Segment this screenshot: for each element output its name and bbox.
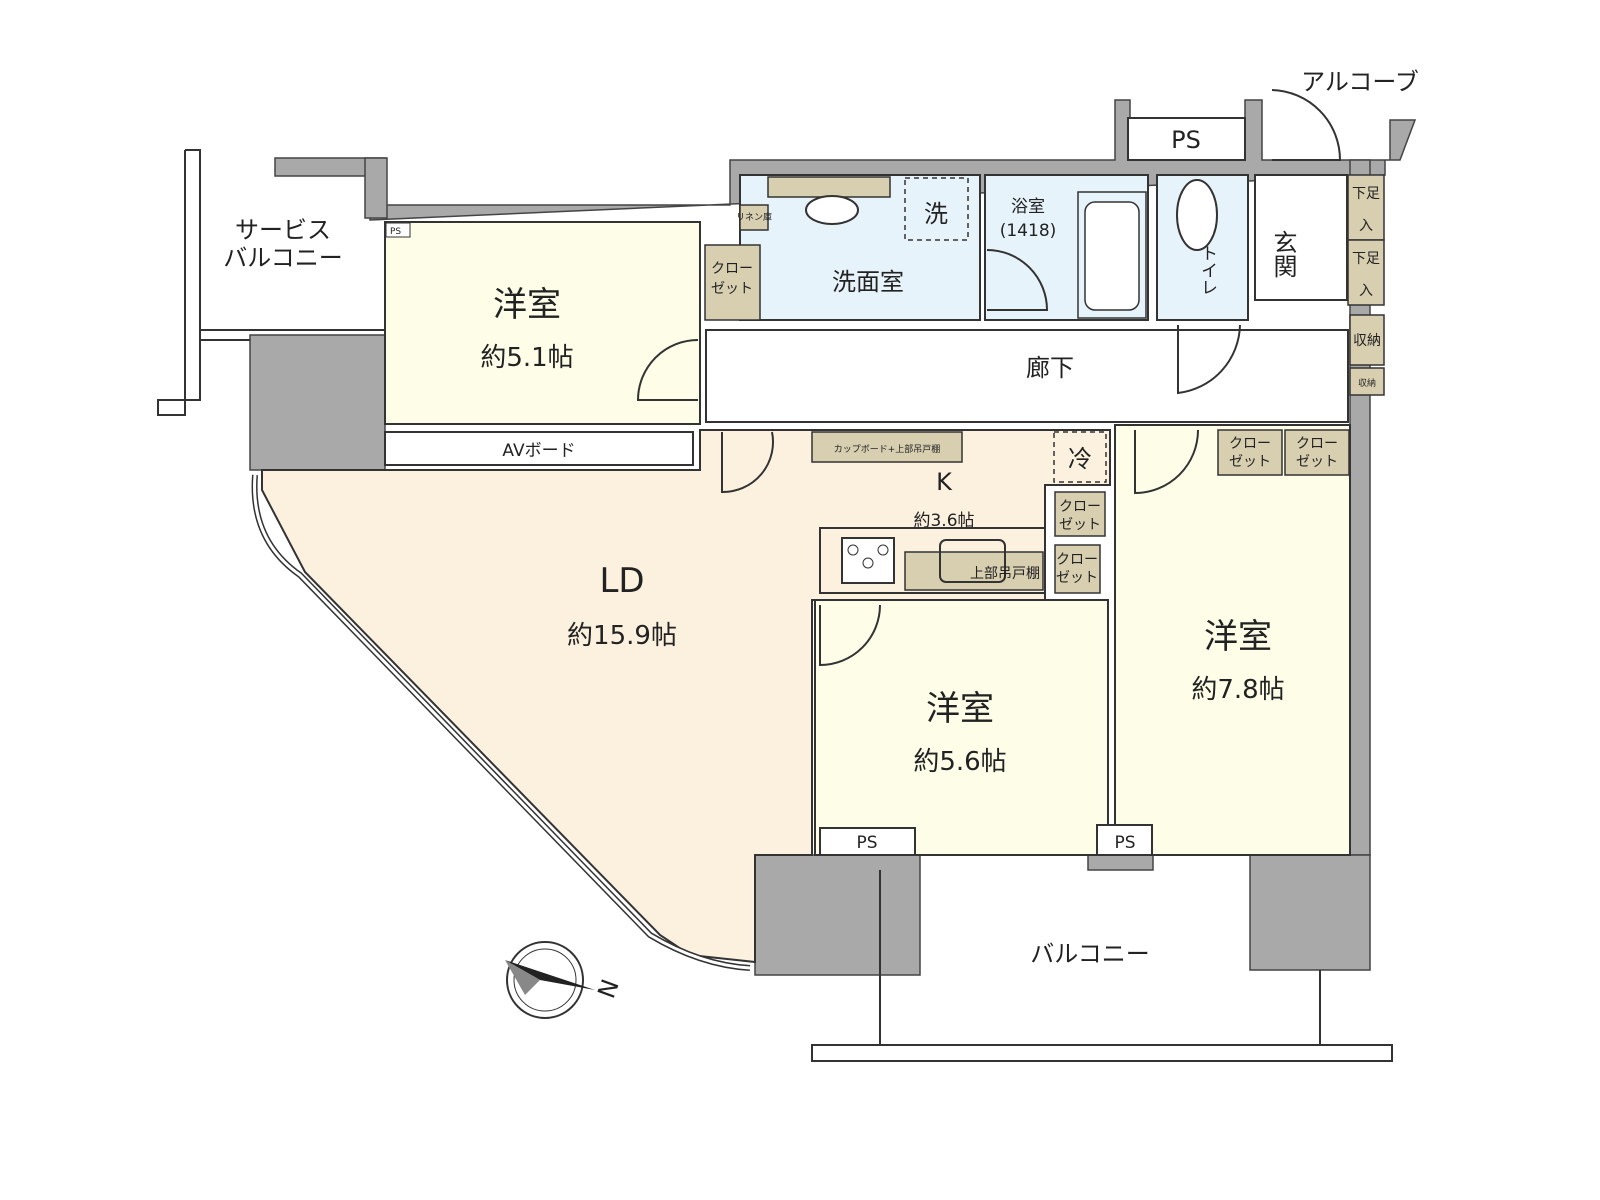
entrance: 玄関 下足 入 下足 入 収納 収納 アルコーブ — [1254, 68, 1419, 396]
linen-label: リネン庫 — [736, 211, 772, 223]
hallway: 廊下 — [705, 324, 1349, 423]
upper-cabinet-label: 上部吊戸棚 — [970, 566, 1040, 582]
ps-label: PS — [856, 833, 877, 853]
bath-size-label: (1418) — [1000, 221, 1057, 241]
closet-label-2: ゼット — [1056, 570, 1098, 586]
kitchen-area: 約3.6帖 — [913, 511, 974, 531]
north-arrow-icon — [505, 960, 595, 990]
door-icon — [1134, 429, 1199, 495]
door-icon — [721, 431, 774, 494]
toilet-icon — [1176, 179, 1218, 251]
front-door-icon[interactable] — [1271, 89, 1342, 161]
room-area: 約7.8帖 — [1191, 675, 1284, 705]
av-board: AVボード — [384, 431, 694, 466]
balcony-label: バルコニー — [1030, 940, 1150, 968]
service-balcony: サービス バルコニー — [157, 149, 385, 416]
western-room-3: クロー ゼット クロー ゼット 洋室 約7.8帖 PS — [1096, 424, 1351, 856]
room-name: 洋室 — [926, 689, 994, 729]
stove-icon — [841, 537, 895, 584]
storage-label-2: 収納 — [1358, 377, 1376, 389]
ld-label: LD — [599, 561, 644, 601]
basin-icon — [805, 195, 859, 225]
ps-label: PS — [1171, 126, 1201, 154]
ps-label: PS — [1114, 833, 1135, 853]
hallway-label: 廊下 — [1026, 354, 1074, 382]
room-name: 洋室 — [1204, 617, 1272, 657]
washroom-label: 洗面室 — [832, 268, 904, 296]
ld-area: 約15.9帖 — [567, 621, 677, 651]
closet-label: クロー — [1056, 552, 1098, 568]
ps-label: PS — [390, 227, 401, 237]
room-area: 約5.6帖 — [913, 747, 1006, 777]
closet-label-2: ゼット — [1059, 517, 1101, 533]
fridge-label: 冷 — [1068, 445, 1092, 473]
ld-kitchen: LD 約15.9帖 K 約3.6帖 カップボード+上部吊戸棚 冷 上部吊戸棚 ク… — [251, 429, 1111, 971]
balcony: バルコニー — [811, 870, 1393, 1062]
closet-label: クロー — [1229, 436, 1271, 452]
room-area: 約5.1帖 — [480, 343, 573, 373]
alcove-label: アルコーブ — [1301, 68, 1419, 96]
closet-label: クロー — [711, 261, 753, 277]
compass: N — [505, 941, 625, 1019]
toilet: トイレ — [1156, 174, 1249, 321]
door-icon — [986, 249, 1049, 311]
bathroom: 浴室 (1418) — [984, 174, 1149, 321]
cupboard-label: カップボード+上部吊戸棚 — [834, 443, 941, 455]
door-icon — [636, 339, 699, 401]
shoe-storage-label: 下足 — [1352, 186, 1380, 202]
toilet-label: トイレ — [1197, 245, 1217, 296]
bathroom-label: 浴室 — [1011, 197, 1045, 217]
ps-top: PS — [1127, 117, 1246, 161]
storage-label: 収納 — [1353, 333, 1381, 349]
washroom: リネン庫 洗 洗面室 — [736, 174, 981, 321]
door-icon — [1177, 324, 1241, 395]
door-icon — [819, 604, 881, 667]
closet-label-2: ゼット — [1296, 454, 1338, 470]
service-balcony-label-2: バルコニー — [223, 244, 343, 272]
bathtub-icon — [1084, 201, 1140, 311]
closet-label-2: ゼット — [1229, 454, 1271, 470]
shoe-storage-label-2: 入 — [1359, 218, 1373, 234]
kitchen-label: K — [936, 468, 953, 496]
shoe-storage-label-2: 入 — [1359, 283, 1373, 299]
washer-label: 洗 — [924, 200, 948, 228]
room-name: 洋室 — [493, 285, 561, 325]
entrance-label: 玄関 — [1269, 230, 1297, 278]
north-label: N — [592, 976, 624, 1002]
western-room-2: 洋室 約5.6帖 PS — [814, 599, 1109, 856]
service-balcony-label: サービス — [235, 216, 331, 244]
closet-label: クロー — [1059, 499, 1101, 515]
av-board-label: AVボード — [502, 441, 575, 461]
shoe-storage-label: 下足 — [1352, 251, 1380, 267]
closet-label: クロー — [1296, 436, 1338, 452]
sink-icon — [939, 539, 1006, 583]
closet-label-2: ゼット — [711, 281, 753, 297]
western-room-1: PS 洋室 約5.1帖 クロー ゼット — [384, 221, 761, 425]
